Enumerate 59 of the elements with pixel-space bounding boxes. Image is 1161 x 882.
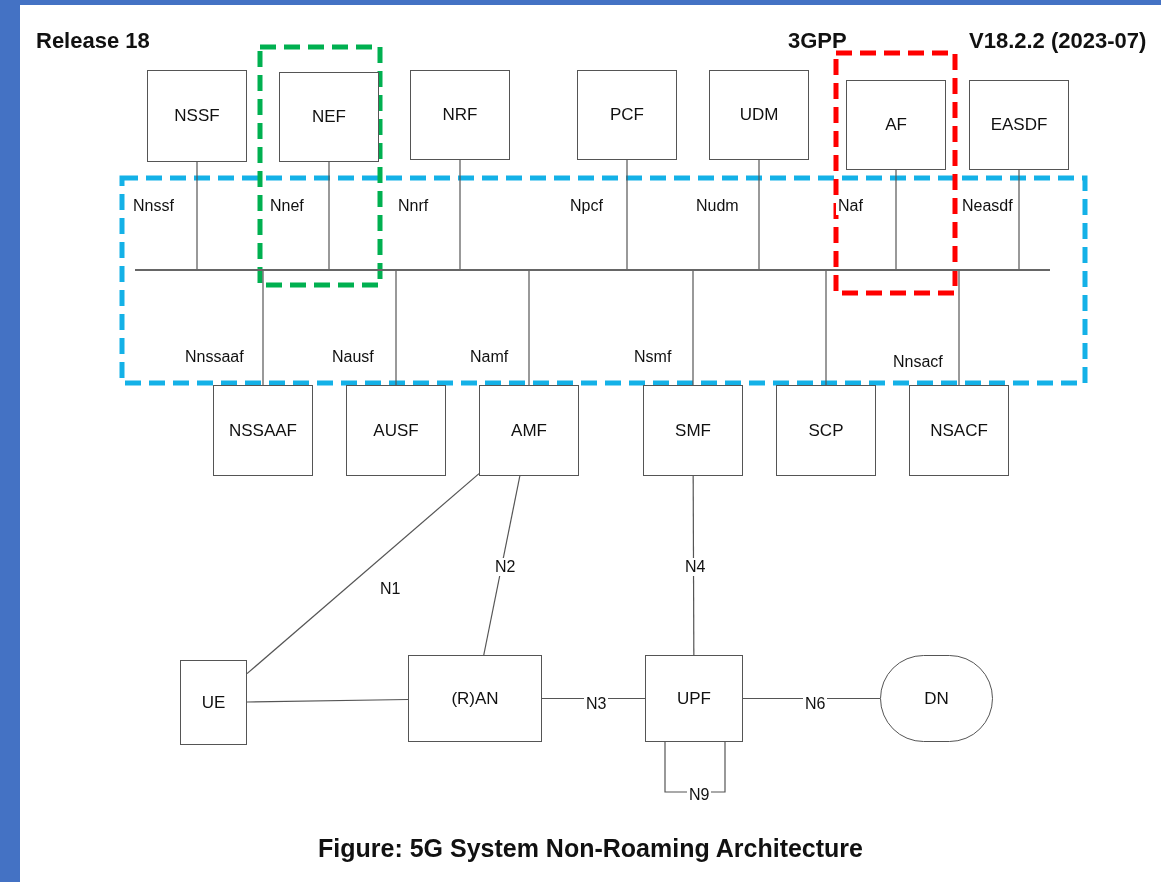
network-function-box (709, 70, 809, 160)
node-label: UDM (739, 105, 779, 125)
network-function-box (147, 70, 247, 162)
network-function-box (279, 72, 379, 162)
connector-line (692, 270, 694, 386)
node-label: AUSF (373, 420, 419, 441)
network-function-box (846, 80, 946, 170)
connector-line (262, 270, 264, 386)
connector-line (758, 159, 760, 270)
edge-label: Naf (836, 197, 865, 215)
connector-line (1018, 169, 1020, 270)
connector-line (958, 270, 960, 386)
bus-line (135, 269, 1050, 271)
network-function-box (213, 385, 313, 476)
figure-caption: Figure: 5G System Non-Roaming Architecture (318, 834, 863, 863)
node-label: NSSAAF (229, 420, 297, 441)
node-label: NSACF (930, 420, 988, 441)
network-function-box (479, 385, 579, 476)
connector-line (483, 475, 521, 656)
network-function-box (969, 80, 1069, 170)
network-function-box (346, 385, 446, 476)
connector-line (328, 161, 330, 270)
node-label: SMF (675, 420, 711, 441)
node-label: AMF (511, 420, 547, 441)
network-function-box (410, 70, 510, 160)
edge-label: N4 (683, 558, 708, 576)
connector-line (459, 159, 461, 270)
node-label: EASDF (990, 115, 1048, 135)
connector-line (692, 475, 695, 656)
header-text: V18.2.2 (2023-07) (969, 28, 1147, 54)
node-label: NEF (312, 107, 346, 127)
connector-line (528, 270, 530, 386)
network-function-box (645, 655, 743, 742)
connector-line (196, 161, 198, 270)
network-function-box (643, 385, 743, 476)
edge-label: N2 (493, 558, 518, 576)
connector-line (626, 159, 628, 270)
node-label: (R)AN (451, 688, 499, 709)
header-text: 3GPP (788, 28, 847, 54)
network-function-box (577, 70, 677, 160)
network-function-box (408, 655, 542, 742)
connector-line (825, 270, 827, 386)
connector-line (895, 169, 897, 270)
edge-label: Npcf (568, 197, 605, 215)
network-function-box (776, 385, 876, 476)
node-label: DN (924, 688, 949, 709)
header-text: Release 18 (36, 28, 150, 54)
network-function-box (180, 660, 247, 745)
connector-line (246, 698, 409, 703)
node-label: NSSF (174, 106, 220, 126)
node-label: UPF (677, 688, 711, 709)
node-label: AF (885, 115, 907, 135)
node-label: NRF (442, 105, 478, 125)
network-function-box (909, 385, 1009, 476)
node-label: PCF (610, 105, 644, 125)
node-label: SCP (808, 420, 844, 441)
connector-line (246, 473, 480, 675)
node-label: UE (201, 692, 226, 713)
connector-line (395, 270, 397, 386)
